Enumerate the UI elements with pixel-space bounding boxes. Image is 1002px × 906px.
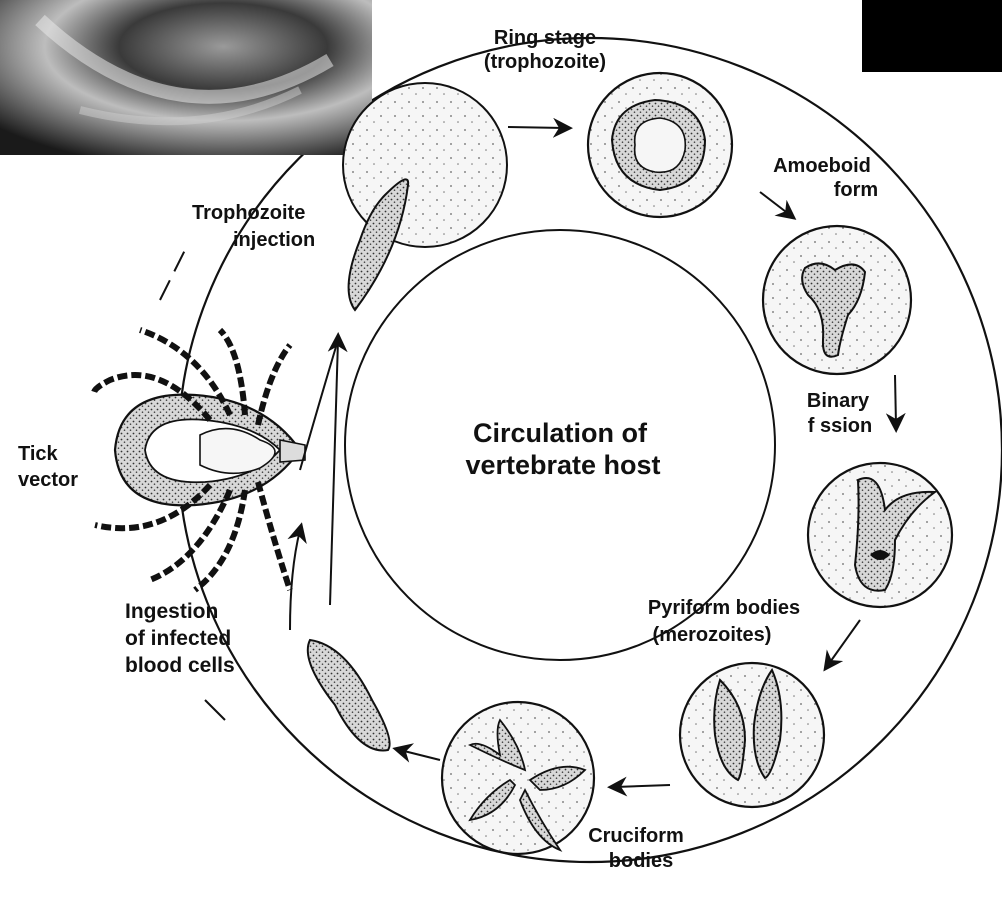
black-redaction-box bbox=[862, 0, 1002, 72]
amoeboid-label-2: form bbox=[834, 179, 878, 201]
pyriform-label-1: Pyriform bodies bbox=[648, 597, 800, 619]
cruciform-label-2: bodies bbox=[609, 850, 673, 872]
cruciform-label-1: Cruciform bbox=[588, 825, 684, 847]
ingestion-label-1: Ingestion bbox=[125, 600, 218, 623]
binary-fission-cell bbox=[808, 463, 952, 607]
pyriform-bodies-cell bbox=[680, 663, 824, 807]
binary-fission-label-1: Binary bbox=[807, 390, 870, 412]
injection-label-2: injection bbox=[233, 229, 315, 251]
ring-stage-label-1: Ring stage bbox=[494, 27, 596, 49]
outer-dashed-arc bbox=[205, 700, 225, 720]
cruciform-bodies-cell bbox=[442, 702, 594, 854]
tick-label-1: Tick bbox=[18, 443, 59, 465]
ring-stage-cell bbox=[588, 73, 732, 217]
blurred-photo-overlay bbox=[0, 0, 372, 155]
ingestion-label-3: blood cells bbox=[125, 654, 235, 677]
center-title-line1: Circulation of bbox=[473, 418, 648, 448]
binary-fission-label-2: f ssion bbox=[808, 415, 872, 437]
injection-label-1: Trophozoite bbox=[192, 202, 305, 224]
amoeboid-label-1: Amoeboid bbox=[773, 155, 871, 177]
amoeboid-form-cell bbox=[763, 226, 911, 374]
ingestion-label-2: of infected bbox=[125, 627, 231, 650]
tick-vector-drawing bbox=[94, 330, 305, 590]
pyriform-label-2: (merozoites) bbox=[653, 624, 772, 646]
free-merozoite bbox=[308, 640, 390, 750]
tick-label-2: vector bbox=[18, 469, 78, 491]
center-title-line2: vertebrate host bbox=[465, 450, 660, 480]
trophozoite-injection-cell bbox=[343, 83, 507, 310]
ring-stage-label-2: (trophozoite) bbox=[484, 51, 606, 73]
